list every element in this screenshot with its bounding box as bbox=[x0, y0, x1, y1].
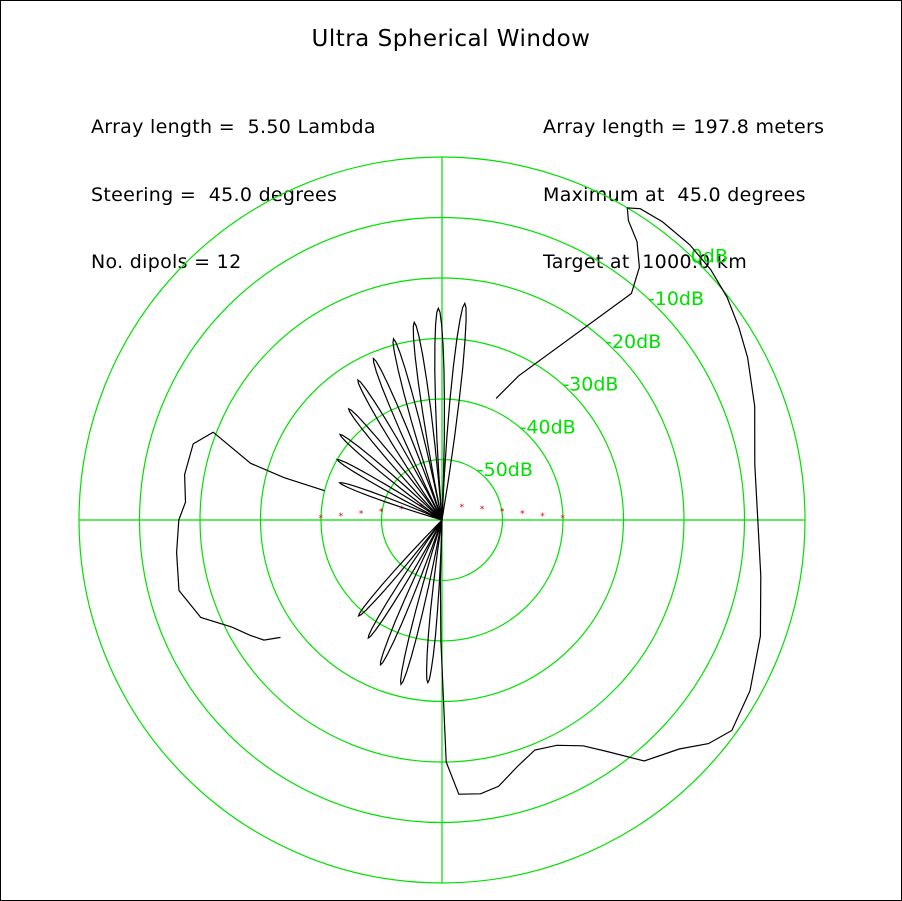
upper-sidelobe bbox=[434, 306, 446, 521]
upper-sidelobe bbox=[392, 337, 443, 521]
array-info-left: Array length = 5.50 Lambda Steering = 45… bbox=[91, 71, 376, 296]
ring-label: -10dB bbox=[648, 288, 704, 310]
radiation-pattern bbox=[175, 207, 762, 795]
lower-sidelobe bbox=[379, 519, 443, 667]
dipole-marker: * bbox=[399, 505, 404, 515]
upper-sidelobe bbox=[357, 378, 443, 521]
ring-label: -40dB bbox=[520, 416, 576, 438]
dipole-marker: * bbox=[520, 510, 525, 520]
ring-label: -30dB bbox=[562, 374, 618, 396]
dipole-marker: * bbox=[500, 507, 505, 517]
main-lobe bbox=[439, 207, 762, 795]
upper-sidelobe bbox=[338, 433, 443, 521]
ring-label: 0dB bbox=[691, 245, 728, 267]
upper-sidelobe bbox=[441, 301, 467, 521]
chart-title: Ultra Spherical Window bbox=[311, 26, 591, 52]
upper-sidelobe bbox=[347, 407, 443, 521]
dipole-count: No. dipols = 12 bbox=[91, 251, 242, 273]
ring-labels: 0dB -10dB -20dB -30dB -40dB -50dB bbox=[477, 245, 728, 481]
dipole-marker: * bbox=[540, 512, 545, 522]
dipole-marker: * bbox=[419, 503, 424, 513]
back-lobe bbox=[175, 431, 325, 641]
array-length-lambda: Array length = 5.50 Lambda bbox=[91, 116, 376, 138]
ring-label: -20dB bbox=[605, 331, 661, 353]
dipole-marker: * bbox=[379, 507, 384, 517]
lower-sidelobe bbox=[367, 519, 443, 640]
dipole-markers: * * * * * * * * * * * * bbox=[318, 503, 565, 524]
array-length-meters: Array length = 197.8 meters bbox=[543, 116, 825, 138]
lower-sidelobe bbox=[425, 519, 443, 685]
upper-sidelobe bbox=[338, 482, 443, 521]
dipole-marker: * bbox=[459, 503, 464, 513]
upper-sidelobe bbox=[412, 320, 443, 521]
lower-sidelobe bbox=[357, 519, 443, 618]
dipole-marker: * bbox=[560, 514, 565, 524]
target-distance: Target at 1000.0 km bbox=[543, 251, 748, 273]
dipole-marker: * bbox=[358, 510, 363, 520]
steering-angle: Steering = 45.0 degrees bbox=[91, 183, 338, 206]
dipole-marker: * bbox=[318, 514, 323, 524]
ring-label: -50dB bbox=[477, 459, 533, 481]
dipole-marker: * bbox=[479, 505, 484, 515]
dipole-marker: * bbox=[338, 512, 343, 522]
upper-sidelobe bbox=[335, 458, 443, 521]
upper-sidelobe bbox=[372, 356, 443, 521]
lower-sidelobe bbox=[399, 519, 443, 687]
